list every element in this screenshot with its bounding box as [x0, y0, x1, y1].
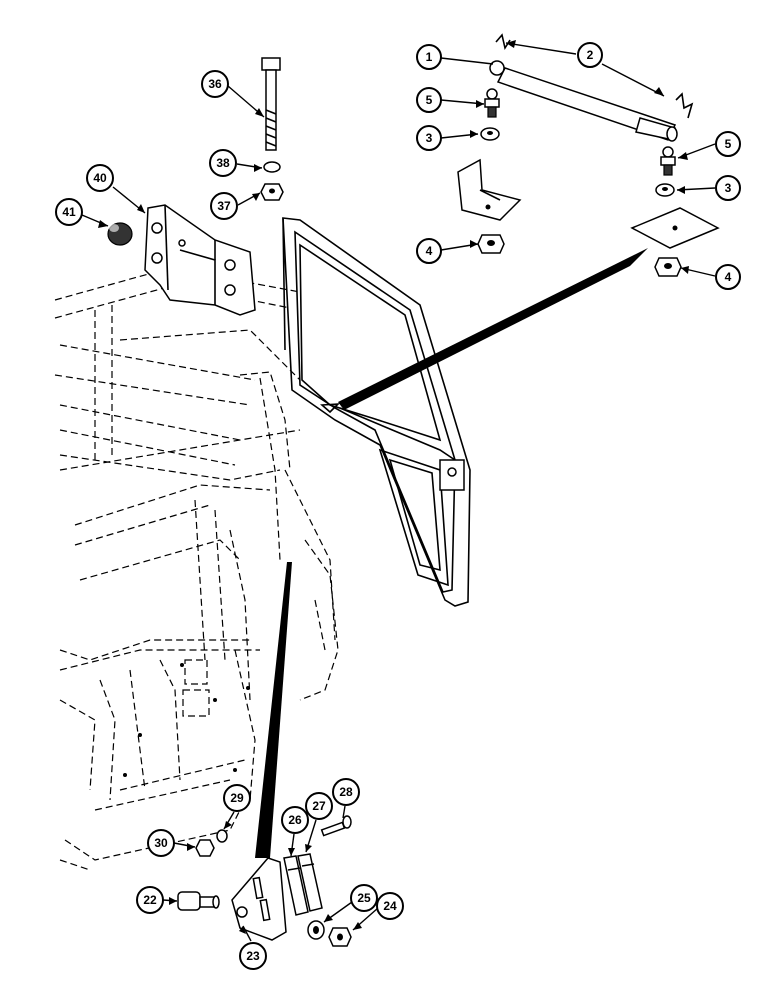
callout-2-label: 2	[587, 48, 594, 62]
nut-30	[195, 839, 215, 857]
cab-frame	[54, 267, 339, 871]
washer-29	[216, 829, 228, 843]
callout-27: 27	[305, 792, 333, 820]
leader-lines	[81, 40, 716, 942]
callout-38: 38	[209, 149, 237, 177]
callout-26-label: 26	[288, 813, 302, 827]
callout-40-label: 40	[93, 171, 107, 185]
shim-26	[283, 855, 309, 916]
callout-23: 23	[239, 942, 267, 970]
callout-1: 1	[416, 44, 442, 70]
callout-4-left: 4	[416, 238, 442, 264]
callout-41: 41	[55, 198, 83, 226]
hinge-nut	[260, 183, 284, 201]
callout-3-right: 3	[715, 175, 741, 201]
callout-5-left: 5	[416, 87, 442, 113]
door-frame	[282, 217, 471, 607]
strut-bracket-left	[457, 158, 522, 221]
hinge-pin	[177, 891, 220, 911]
shim-27	[297, 853, 323, 912]
hinge-washer	[263, 161, 281, 173]
lower-hinge-leader-wedge	[255, 562, 292, 858]
ball-stud-right	[660, 146, 676, 176]
callout-1-label: 1	[426, 50, 433, 64]
callout-22: 22	[136, 886, 164, 914]
callout-29: 29	[223, 784, 251, 812]
callout-5-right: 5	[715, 131, 741, 157]
callout-30: 30	[147, 829, 175, 857]
ball-stud-left	[484, 88, 500, 118]
callout-3-left: 3	[416, 125, 442, 151]
callout-22-label: 22	[143, 893, 157, 907]
screw-28	[320, 815, 352, 837]
callout-4-left-label: 4	[426, 244, 433, 258]
callout-3-left-label: 3	[426, 131, 433, 145]
callout-36-label: 36	[208, 77, 222, 91]
callout-37-label: 37	[217, 199, 231, 213]
callout-2: 2	[577, 42, 603, 68]
callout-24: 24	[376, 892, 404, 920]
callout-28: 28	[332, 778, 360, 806]
hinge-plug	[107, 222, 133, 246]
callout-26: 26	[281, 806, 309, 834]
callout-38-label: 38	[216, 156, 230, 170]
callout-4-right: 4	[715, 264, 741, 290]
gas-strut	[489, 60, 678, 142]
nut-left	[477, 234, 505, 254]
callout-36: 36	[201, 70, 229, 98]
hinge-bracket	[144, 204, 256, 316]
callout-25-label: 25	[357, 891, 371, 905]
callout-28-label: 28	[339, 785, 353, 799]
hinge-plate	[231, 857, 287, 941]
callout-3-right-label: 3	[725, 181, 732, 195]
callout-5-right-label: 5	[725, 137, 732, 151]
callout-5-left-label: 5	[426, 93, 433, 107]
callout-40: 40	[86, 164, 114, 192]
callout-29-label: 29	[230, 791, 244, 805]
callout-25: 25	[350, 884, 378, 912]
callout-27-label: 27	[312, 799, 326, 813]
callout-41-label: 41	[62, 205, 76, 219]
retaining-clip-upper	[495, 33, 511, 51]
callout-24-label: 24	[383, 899, 397, 913]
gas-strut-mount-leader-wedge	[338, 248, 648, 410]
retaining-clip-lower	[675, 92, 694, 119]
callout-37: 37	[210, 192, 238, 220]
callout-23-label: 23	[246, 949, 260, 963]
hinge-bolt	[261, 57, 281, 151]
nut-24	[328, 927, 352, 947]
callout-30-label: 30	[154, 836, 168, 850]
callout-4-right-label: 4	[725, 270, 732, 284]
nut-right	[654, 257, 682, 277]
